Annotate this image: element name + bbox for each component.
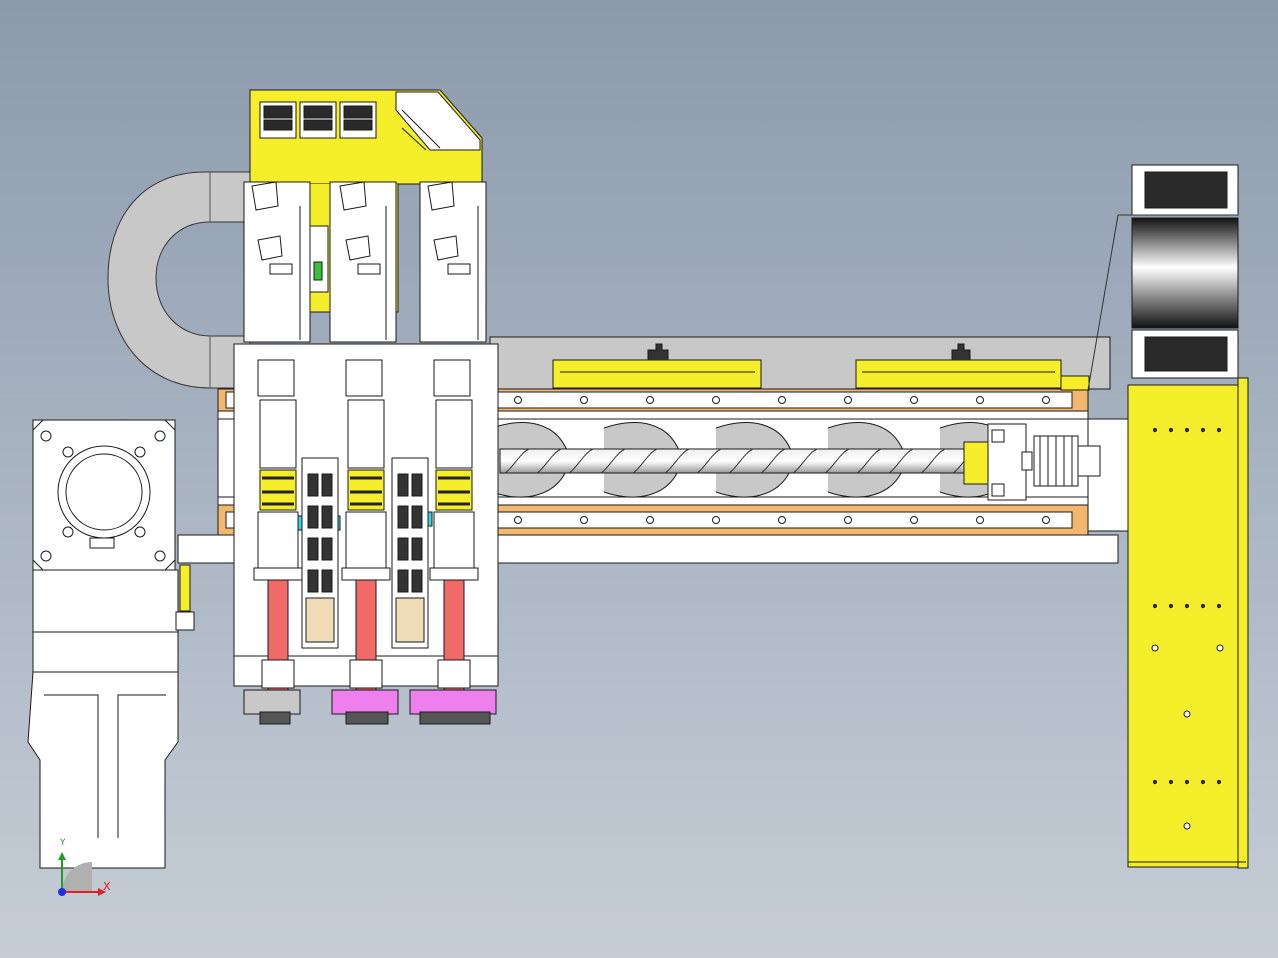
plate-hole	[1184, 427, 1190, 433]
rail-screw-hole	[976, 396, 984, 404]
connector-2	[331, 689, 399, 725]
rail-screw-hole	[910, 516, 918, 524]
rail-screw-hole	[844, 396, 852, 404]
triad-x-label: X	[103, 880, 111, 893]
screw-thread	[696, 448, 722, 474]
valve-body-1	[243, 181, 311, 343]
plate-hole	[1184, 603, 1190, 609]
screw-bearing-block	[963, 423, 1033, 501]
rail-screw-hole	[1042, 396, 1050, 404]
connector-1	[243, 689, 301, 725]
plate-hole	[1216, 644, 1224, 652]
plate-hole	[1168, 603, 1174, 609]
plate-hole	[1151, 644, 1159, 652]
motor-bolt	[154, 430, 166, 442]
cable-chain	[107, 171, 251, 389]
motor-bolt	[134, 526, 146, 538]
screw-thread	[760, 448, 786, 474]
dispensing-head-2	[341, 359, 391, 691]
valve-terminal	[391, 457, 429, 649]
temperature-controller-2	[299, 101, 337, 139]
rail-screw-hole	[580, 516, 588, 524]
screw-thread	[920, 448, 946, 474]
plate-hole	[1168, 779, 1174, 785]
rail-screw-hole	[646, 396, 654, 404]
rail-screw-hole	[844, 516, 852, 524]
plate-hole	[1184, 779, 1190, 785]
rail-screw-hole	[778, 396, 786, 404]
bracket-window	[309, 225, 329, 293]
rail-screw-hole	[976, 516, 984, 524]
plate-hole	[1152, 779, 1158, 785]
screw-thread	[632, 448, 658, 474]
plate-hole	[1216, 779, 1222, 785]
shaft-coupling	[1033, 435, 1101, 487]
valve-body-3	[419, 181, 487, 343]
beam-cover-right	[855, 343, 1090, 391]
motor-bolt	[40, 430, 52, 442]
ball-screw	[499, 448, 978, 474]
plate-hole	[1200, 603, 1206, 609]
rail-screw-hole	[910, 396, 918, 404]
dispensing-head-1	[253, 359, 303, 691]
rail-screw-hole	[580, 396, 588, 404]
motor-bolt	[62, 446, 74, 458]
indicator-green	[313, 261, 323, 281]
temperature-controller-1	[259, 101, 297, 139]
screw-thread	[824, 448, 850, 474]
valve-body-2	[329, 181, 397, 343]
plate-hole	[1216, 603, 1222, 609]
screw-thread	[600, 448, 626, 474]
rail-screw-hole	[778, 516, 786, 524]
screw-thread	[856, 448, 882, 474]
screw-thread	[888, 448, 914, 474]
plate-hole	[1200, 779, 1206, 785]
coordinate-triad	[58, 852, 106, 896]
screw-thread	[792, 448, 818, 474]
screw-thread	[536, 448, 562, 474]
plate-hole	[1183, 822, 1191, 830]
rail-screw-hole	[712, 396, 720, 404]
connector-3	[409, 689, 497, 725]
triad-y-label: Y	[60, 838, 66, 848]
beam-cover-left	[552, 343, 762, 389]
rail-screw-hole	[712, 516, 720, 524]
plate-hole	[1152, 603, 1158, 609]
valve-terminal	[301, 457, 339, 649]
right-drive-motor	[1087, 164, 1239, 391]
right-support-plate	[1127, 377, 1249, 869]
rail-screw-hole	[514, 516, 522, 524]
rail-screw-hole	[514, 396, 522, 404]
rail-screw-hole	[646, 516, 654, 524]
plate-hole	[1216, 427, 1222, 433]
screw-thread	[728, 448, 754, 474]
plate-hole	[1200, 427, 1206, 433]
dispensing-head-3	[429, 359, 479, 691]
temperature-controller-3	[339, 101, 377, 139]
screw-thread	[664, 448, 690, 474]
motor-bolt	[134, 446, 146, 458]
plate-hole	[1152, 427, 1158, 433]
plate-hole	[1168, 427, 1174, 433]
motor-bolt	[40, 550, 52, 562]
motor-bolt	[62, 526, 74, 538]
screw-thread	[568, 448, 594, 474]
motor-bolt	[154, 550, 166, 562]
servo-motor-left	[27, 419, 195, 869]
rail-screw-hole	[1042, 516, 1050, 524]
plate-hole	[1183, 710, 1191, 718]
screw-thread	[504, 448, 530, 474]
